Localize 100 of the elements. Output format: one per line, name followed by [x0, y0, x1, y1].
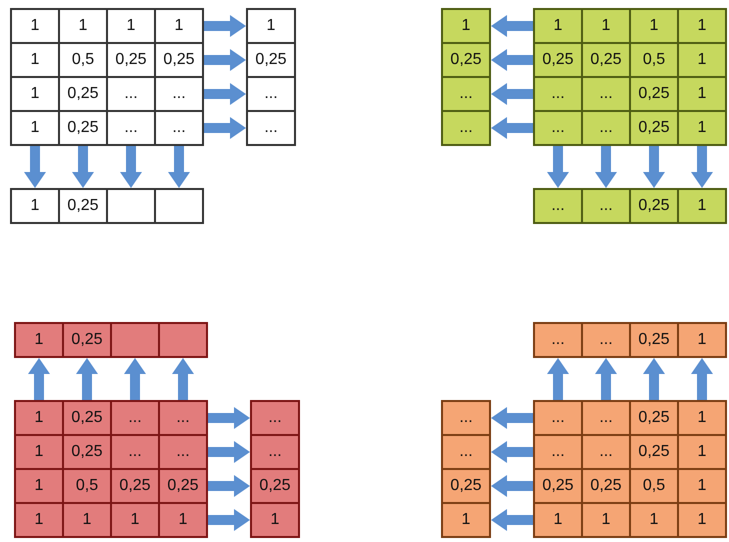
matrix-cell: 1: [62, 502, 112, 538]
matrix-cell: ...: [533, 322, 583, 358]
arrow: [491, 83, 533, 105]
arrow: [491, 475, 533, 497]
matrix-cell: 0,25: [629, 322, 679, 358]
matrix-cell: ...: [441, 76, 491, 112]
arrow: [491, 49, 533, 71]
arrow: [208, 509, 250, 531]
matrix-cell: ...: [533, 434, 583, 470]
matrix-cell: 0,25: [62, 400, 112, 436]
matrix-cell: 0,25: [629, 110, 679, 146]
matrix-cell: ...: [533, 400, 583, 436]
matrix-cell: 0,25: [533, 42, 583, 78]
arrow: [547, 358, 569, 400]
matrix-cell: 0,25: [62, 434, 112, 470]
matrix-cell: 1: [581, 502, 631, 538]
matrix-cell: 1: [677, 400, 727, 436]
matrix-cell: ...: [441, 434, 491, 470]
matrix-cell: ...: [441, 110, 491, 146]
matrix-cell: 1: [581, 8, 631, 44]
matrix-cell: 1: [677, 434, 727, 470]
arrow: [491, 117, 533, 139]
matrix-cell: ...: [154, 110, 204, 146]
arrow: [491, 15, 533, 37]
arrow: [120, 146, 142, 188]
matrix-cell: ...: [581, 188, 631, 224]
arrow: [691, 358, 713, 400]
arrow: [124, 358, 146, 400]
matrix-cell: ...: [246, 76, 296, 112]
arrow: [208, 441, 250, 463]
matrix-cell: 1: [10, 8, 60, 44]
arrow: [491, 441, 533, 463]
arrow: [204, 15, 246, 37]
matrix-cell: ...: [250, 400, 300, 436]
arrow: [491, 407, 533, 429]
matrix-cell: 0,25: [250, 468, 300, 504]
arrow: [28, 358, 50, 400]
matrix-cell: 0,25: [110, 468, 160, 504]
matrix-cell: 1: [677, 322, 727, 358]
matrix-cell: 1: [677, 502, 727, 538]
arrow: [208, 407, 250, 429]
matrix-cell: 0,25: [629, 434, 679, 470]
arrow: [547, 146, 569, 188]
matrix-cell: 0,25: [533, 468, 583, 504]
matrix-cell: 1: [533, 8, 583, 44]
arrow: [595, 146, 617, 188]
matrix-cell: 1: [250, 502, 300, 538]
arrow: [172, 358, 194, 400]
arrow: [204, 49, 246, 71]
matrix-cell: ...: [581, 400, 631, 436]
matrix-cell: ...: [250, 434, 300, 470]
arrow: [24, 146, 46, 188]
matrix-cell: ...: [581, 110, 631, 146]
matrix-cell: 1: [158, 502, 208, 538]
matrix-cell: ...: [581, 434, 631, 470]
matrix-cell: 0,25: [629, 188, 679, 224]
matrix-cell: 1: [110, 502, 160, 538]
arrow: [208, 475, 250, 497]
matrix-cell: 1: [154, 8, 204, 44]
matrix-cell: 0,5: [629, 42, 679, 78]
matrix-cell: 0,25: [62, 322, 112, 358]
matrix-cell: 0,25: [58, 188, 108, 224]
matrix-cell: ...: [533, 76, 583, 112]
matrix-cell: 1: [14, 434, 64, 470]
matrix-cell: 1: [677, 188, 727, 224]
matrix-cell: 0,5: [629, 468, 679, 504]
matrix-cell: 1: [677, 8, 727, 44]
matrix-cell: 1: [441, 8, 491, 44]
arrow: [76, 358, 98, 400]
matrix-cell: 0,25: [441, 468, 491, 504]
matrix-cell: 1: [10, 110, 60, 146]
arrow: [491, 509, 533, 531]
matrix-cell: 1: [14, 468, 64, 504]
matrix-cell: 0,5: [62, 468, 112, 504]
arrow: [595, 358, 617, 400]
matrix-cell: ...: [158, 434, 208, 470]
matrix-cell: 0,25: [629, 400, 679, 436]
matrix-cell: ...: [533, 188, 583, 224]
matrix-cell: 1: [629, 502, 679, 538]
arrow: [691, 146, 713, 188]
arrow: [643, 146, 665, 188]
matrix-cell: 1: [677, 76, 727, 112]
matrix-cell: 1: [14, 322, 64, 358]
matrix-cell: 0,25: [629, 76, 679, 112]
arrow: [72, 146, 94, 188]
matrix-cell: ...: [110, 434, 160, 470]
matrix-cell: ...: [158, 400, 208, 436]
matrix-cell: 0,25: [581, 468, 631, 504]
matrix-cell: ...: [110, 400, 160, 436]
matrix-cell: ...: [581, 322, 631, 358]
matrix-cell: 1: [441, 502, 491, 538]
matrix-cell: 1: [10, 188, 60, 224]
arrow: [643, 358, 665, 400]
arrow: [168, 146, 190, 188]
matrix-cell: ...: [246, 110, 296, 146]
matrix-cell: 0,25: [158, 468, 208, 504]
matrix-cell: 1: [246, 8, 296, 44]
matrix-cell: 1: [533, 502, 583, 538]
matrix-cell: 1: [677, 468, 727, 504]
matrix-cell: ...: [581, 76, 631, 112]
